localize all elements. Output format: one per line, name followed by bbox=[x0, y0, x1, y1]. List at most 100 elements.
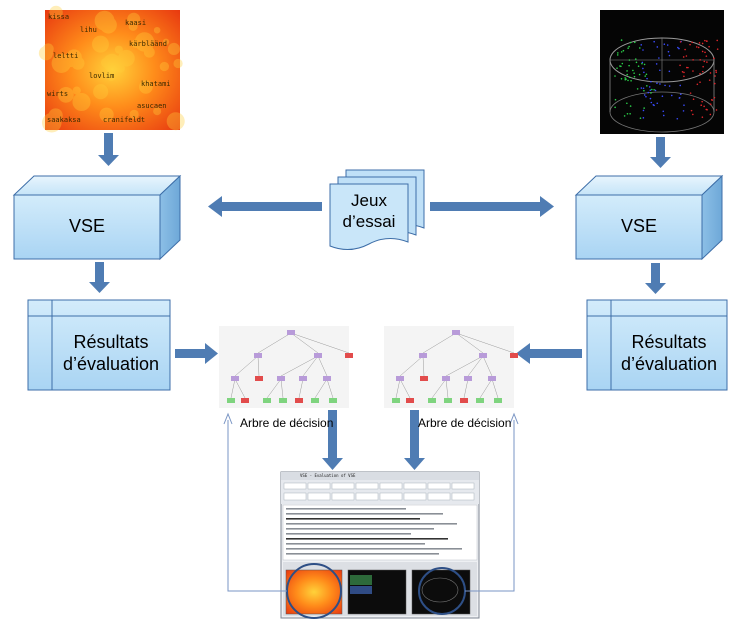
heat-blob bbox=[41, 112, 62, 133]
point bbox=[622, 49, 625, 52]
point bbox=[678, 97, 681, 99]
point bbox=[623, 115, 626, 117]
point bbox=[654, 89, 657, 92]
filter-checkbox bbox=[355, 482, 379, 490]
point bbox=[625, 78, 627, 80]
tree-edge bbox=[395, 378, 401, 399]
point bbox=[643, 107, 645, 109]
tree-node bbox=[279, 398, 287, 403]
results-right-line-1: Résultats bbox=[631, 332, 707, 352]
tree-edge bbox=[298, 378, 304, 399]
tree-node bbox=[254, 353, 262, 358]
point bbox=[632, 69, 634, 72]
result-line bbox=[286, 553, 439, 555]
point bbox=[699, 81, 701, 83]
tree-edge bbox=[230, 378, 236, 399]
point bbox=[683, 71, 685, 74]
tree-edge bbox=[257, 332, 292, 354]
decision-tree-left bbox=[219, 326, 353, 408]
tree-node bbox=[287, 330, 295, 335]
heat-blob bbox=[99, 107, 114, 122]
evaluation-app-window bbox=[280, 471, 480, 619]
point bbox=[708, 45, 710, 48]
vse-right-box bbox=[574, 174, 724, 261]
heat-blob bbox=[51, 116, 61, 126]
point bbox=[715, 71, 718, 74]
point bbox=[696, 83, 699, 86]
point bbox=[643, 94, 646, 96]
point bbox=[626, 70, 628, 72]
point bbox=[690, 109, 693, 112]
tree-edge bbox=[422, 332, 457, 354]
tree-edge bbox=[326, 378, 334, 399]
tree-edge bbox=[455, 332, 515, 354]
point bbox=[614, 75, 616, 77]
app-window-title: VSE - Evaluation of VSE bbox=[300, 473, 356, 478]
right-pointcloud-image bbox=[600, 10, 724, 134]
point bbox=[709, 113, 712, 116]
point bbox=[637, 65, 640, 68]
results-left-line-2: d’évaluation bbox=[62, 354, 160, 374]
heat-blob bbox=[143, 46, 155, 58]
heat-blob bbox=[153, 26, 161, 34]
point bbox=[701, 116, 704, 118]
point bbox=[659, 83, 661, 85]
jeux-line-2: d’essai bbox=[342, 212, 396, 231]
point bbox=[642, 49, 644, 51]
point bbox=[638, 47, 641, 49]
filter-checkbox bbox=[307, 482, 331, 490]
result-line bbox=[286, 538, 448, 540]
arrow-results-left-to-tree bbox=[175, 343, 218, 364]
filter-checkbox bbox=[283, 482, 307, 490]
arrow-heatmap-to-vse-left bbox=[98, 133, 119, 166]
tree-node bbox=[314, 353, 322, 358]
tree-node bbox=[452, 330, 460, 335]
arrow-vse-right-to-results bbox=[645, 263, 666, 294]
vse-right-label: VSE bbox=[620, 216, 658, 236]
filter-select bbox=[451, 492, 475, 501]
tree-node bbox=[476, 398, 484, 403]
point bbox=[624, 77, 626, 79]
heat-blob bbox=[134, 32, 155, 52]
filter-checkbox bbox=[379, 482, 403, 490]
tree-edge bbox=[302, 355, 319, 377]
heatmap-word: asucaen bbox=[137, 102, 167, 110]
point bbox=[716, 39, 719, 42]
tree-edge bbox=[422, 355, 425, 377]
point bbox=[641, 62, 643, 65]
tree-edge bbox=[491, 378, 499, 399]
point bbox=[628, 76, 631, 79]
heat-blob bbox=[63, 53, 78, 68]
heatmap-word: cranifeldt bbox=[103, 116, 146, 124]
point bbox=[666, 44, 669, 46]
point bbox=[682, 56, 685, 58]
point bbox=[614, 106, 616, 109]
point bbox=[620, 39, 623, 41]
point bbox=[679, 84, 682, 87]
point bbox=[662, 114, 665, 117]
point bbox=[620, 51, 623, 53]
heat-blob bbox=[71, 56, 85, 70]
heat-blob bbox=[57, 86, 74, 103]
tree-node bbox=[299, 376, 307, 381]
heatmap-word: lovlim bbox=[89, 72, 115, 80]
heat-blob bbox=[72, 86, 81, 95]
tree-edge bbox=[290, 332, 350, 354]
point bbox=[699, 72, 701, 75]
point bbox=[645, 73, 648, 76]
heat-blob bbox=[93, 84, 109, 100]
tree-left-caption: Arbre de décision bbox=[240, 416, 334, 430]
tree-node bbox=[263, 398, 271, 403]
point bbox=[692, 113, 694, 116]
tree-node bbox=[464, 376, 472, 381]
tree-edge bbox=[266, 378, 282, 399]
point bbox=[667, 50, 670, 53]
heat-blob bbox=[66, 49, 82, 66]
point bbox=[641, 61, 644, 64]
tree-edge bbox=[234, 378, 246, 399]
point bbox=[692, 59, 694, 61]
heatmap-word: kärbläänd bbox=[129, 40, 167, 48]
point bbox=[617, 52, 619, 54]
results-left-label: Résultats d’évaluation bbox=[52, 331, 170, 375]
